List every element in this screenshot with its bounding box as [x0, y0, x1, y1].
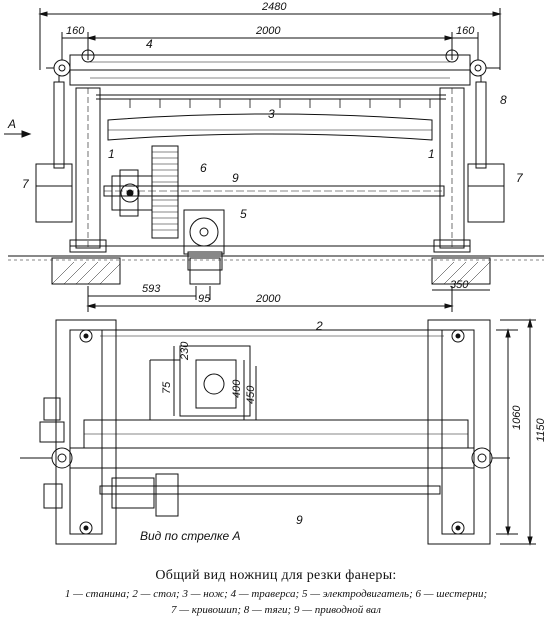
dim-2000-bottom: 2000 — [255, 293, 281, 305]
top-lower-dimensions — [86, 286, 490, 312]
dim-450: 450 — [245, 385, 257, 404]
frame-right — [433, 76, 505, 253]
frame-left — [35, 76, 107, 253]
dim-2480: 2480 — [261, 1, 287, 13]
dim-230: 230 — [179, 341, 191, 361]
traverse-beam — [46, 40, 500, 86]
label-7-left: 7 — [22, 177, 30, 191]
view-arrow-a — [4, 130, 32, 138]
label-9-plan: 9 — [296, 513, 303, 527]
view-caption: Вид по стрелке А — [140, 529, 241, 543]
label-9-top: 9 — [232, 171, 239, 185]
dim-75: 75 — [161, 381, 173, 394]
caption-legend-line1: 1 — станина; 2 — стол; 3 — нож; 4 — трав… — [64, 588, 488, 600]
label-3: 3 — [268, 107, 275, 121]
drive-shaft — [103, 185, 445, 197]
label-8: 8 — [500, 93, 507, 107]
label-7-right: 7 — [516, 171, 524, 185]
dim-1150: 1150 — [535, 417, 547, 442]
label-1-right: 1 — [428, 147, 435, 161]
dim-1060: 1060 — [511, 405, 523, 430]
dim-593: 593 — [142, 283, 161, 295]
dim-95: 95 — [198, 293, 211, 305]
dim-160-right: 160 — [456, 25, 475, 37]
top-dimensions — [38, 8, 502, 70]
label-2: 2 — [315, 319, 323, 333]
label-5: 5 — [240, 207, 247, 221]
label-1-left: 1 — [108, 147, 115, 161]
knife — [96, 94, 446, 141]
caption-legend-line2: 7 — кривошип; 8 — тяги; 9 — приводной ва… — [171, 604, 381, 616]
caption-title: Общий вид ножниц для резки фанеры: — [155, 568, 397, 583]
label-6: 6 — [200, 161, 207, 175]
dim-2000-top: 2000 — [255, 25, 281, 37]
label-4: 4 — [146, 37, 153, 51]
dim-400: 400 — [231, 379, 243, 398]
plan-view — [20, 318, 536, 546]
ground — [8, 245, 544, 285]
dim-350: 350 — [450, 279, 469, 291]
dim-160-left: 160 — [66, 25, 85, 37]
gear-set — [111, 145, 179, 239]
arrow-label-a: А — [7, 117, 16, 131]
